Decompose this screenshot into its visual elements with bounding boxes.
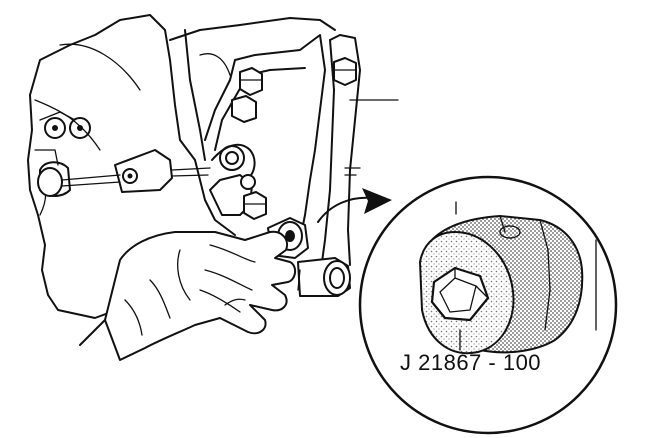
hex-bolt-head: [430, 266, 490, 322]
tool-number-label: J 21867 - 100: [400, 350, 542, 375]
bracket-bolt-top: [333, 57, 357, 86]
cover-bolt: [240, 174, 256, 190]
cover-bolt: [231, 95, 257, 123]
lower-bolt: [297, 257, 351, 297]
detail-circle: [358, 175, 618, 435]
hand: [79, 230, 296, 361]
engine-block: [27, 14, 336, 319]
sensor-line: [37, 149, 211, 197]
bracket: [321, 34, 399, 266]
cover-bolt: [239, 67, 263, 96]
callout-arrow: [317, 188, 392, 223]
cover-bolt: [243, 191, 267, 220]
cover-plate: [204, 34, 326, 241]
